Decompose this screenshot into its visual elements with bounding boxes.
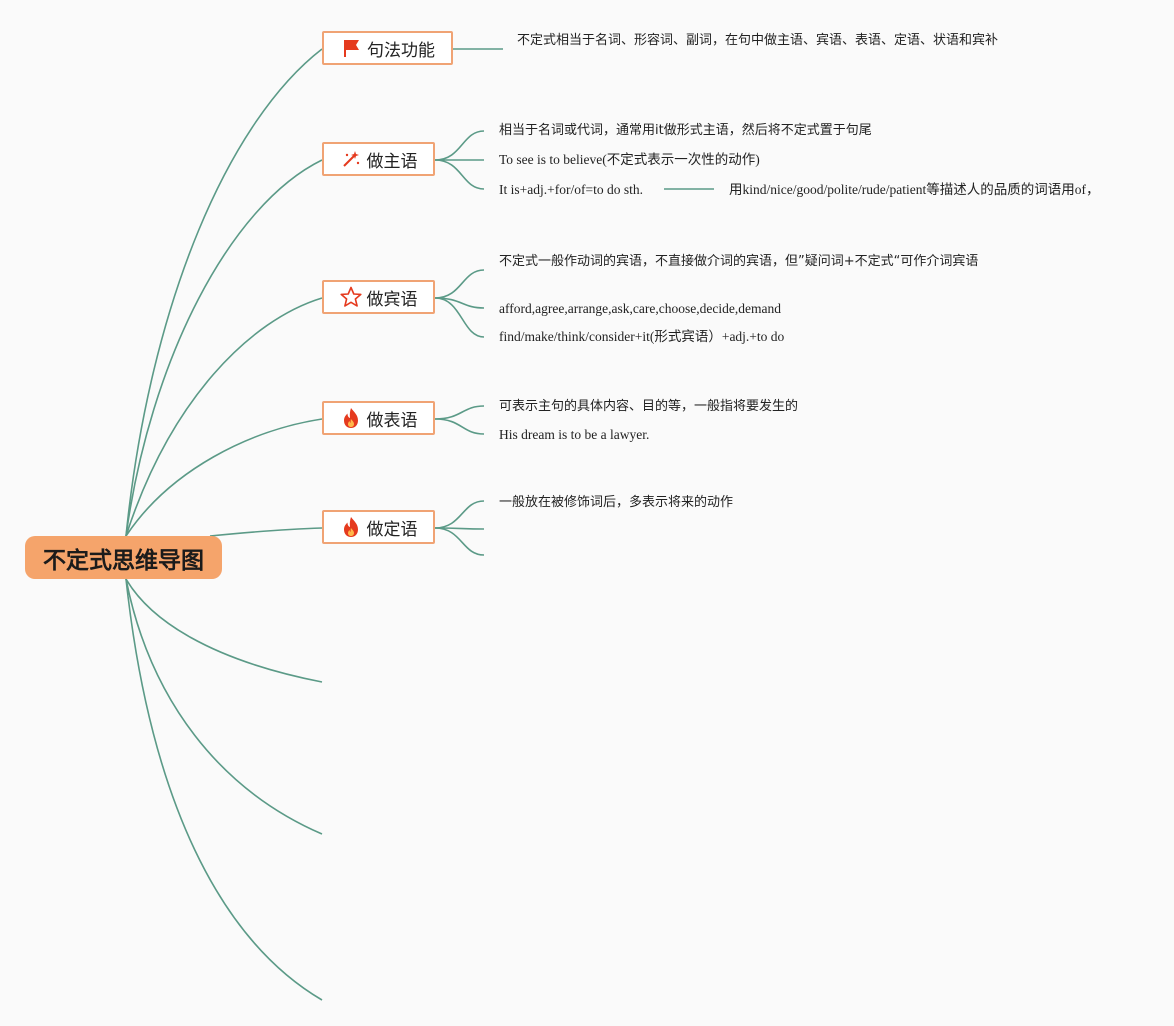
branch-label: 做宾语 xyxy=(366,289,418,310)
root-link-8 xyxy=(125,578,323,1001)
branch5-link-3 xyxy=(434,527,485,556)
root-link-7 xyxy=(125,578,323,835)
branch-label: 做表语 xyxy=(366,410,418,431)
leaf-attributive-1: 一般放在被修饰词后，多表示将来的动作 xyxy=(499,495,734,510)
root-topic[interactable]: 不定式思维导图 xyxy=(25,536,222,579)
root-link-3 xyxy=(125,297,323,537)
leaf-object-1: 不定式一般作动词的宾语，不直接做介词的宾语，但”疑问词+不定式“可作介词宾语 xyxy=(499,254,979,269)
branch4-link-2 xyxy=(434,418,485,435)
branch5-link-1 xyxy=(434,500,485,529)
leaf-predicative-2: His dream is to be a lawyer. xyxy=(499,427,650,442)
leaf-subject-2: To see is to believe(不定式表示一次性的动作) xyxy=(499,152,760,167)
star-outline-icon xyxy=(339,286,362,308)
branch4-link-1 xyxy=(434,405,485,420)
root-link-4 xyxy=(125,418,323,537)
branch2-link-1 xyxy=(434,130,485,161)
fire-icon xyxy=(340,516,362,538)
branch-as-object[interactable]: 做宾语 xyxy=(322,280,435,314)
leaf-subject-1: 相当于名词或代词，通常用it做形式主语，然后将不定式置于句尾 xyxy=(499,123,872,138)
leaf-syntax-function: 不定式相当于名词、形容词、副词，在句中做主语、宾语、表语、定语、状语和宾补 xyxy=(517,33,999,48)
leaf-subject-3-detail: 用kind/nice/good/polite/rude/patient等描述人的… xyxy=(729,182,1100,197)
branch2-link-3 xyxy=(434,159,485,190)
fire-icon xyxy=(340,407,362,429)
branch-as-subject[interactable]: 做主语 xyxy=(322,142,435,176)
red-flag-icon xyxy=(340,37,362,59)
branch3-link-3 xyxy=(434,297,485,338)
magic-wand-icon xyxy=(340,148,362,170)
branch3-link-1 xyxy=(434,269,485,299)
leaf-subject-3: It is+adj.+for/of=to do sth. xyxy=(499,182,643,197)
branch-as-attributive[interactable]: 做定语 xyxy=(322,510,435,544)
root-link-6 xyxy=(125,578,323,683)
root-link-1 xyxy=(125,48,323,537)
leaf-object-3: find/make/think/consider+it(形式宾语）+adj.+t… xyxy=(499,329,785,344)
root-topic-label: 不定式思维导图 xyxy=(43,547,204,574)
branch-syntax-function[interactable]: 句法功能 xyxy=(322,31,453,65)
root-link-2 xyxy=(125,159,323,537)
branch-label: 做主语 xyxy=(366,151,418,172)
branch-as-predicative[interactable]: 做表语 xyxy=(322,401,435,435)
root-link-5 xyxy=(209,527,323,537)
branch-label: 句法功能 xyxy=(367,40,435,61)
branch-label: 做定语 xyxy=(366,519,418,540)
leaf-predicative-1: 可表示主句的具体内容、目的等，一般指将要发生的 xyxy=(499,399,799,414)
leaf-object-2: afford,agree,arrange,ask,care,choose,dec… xyxy=(499,301,781,316)
